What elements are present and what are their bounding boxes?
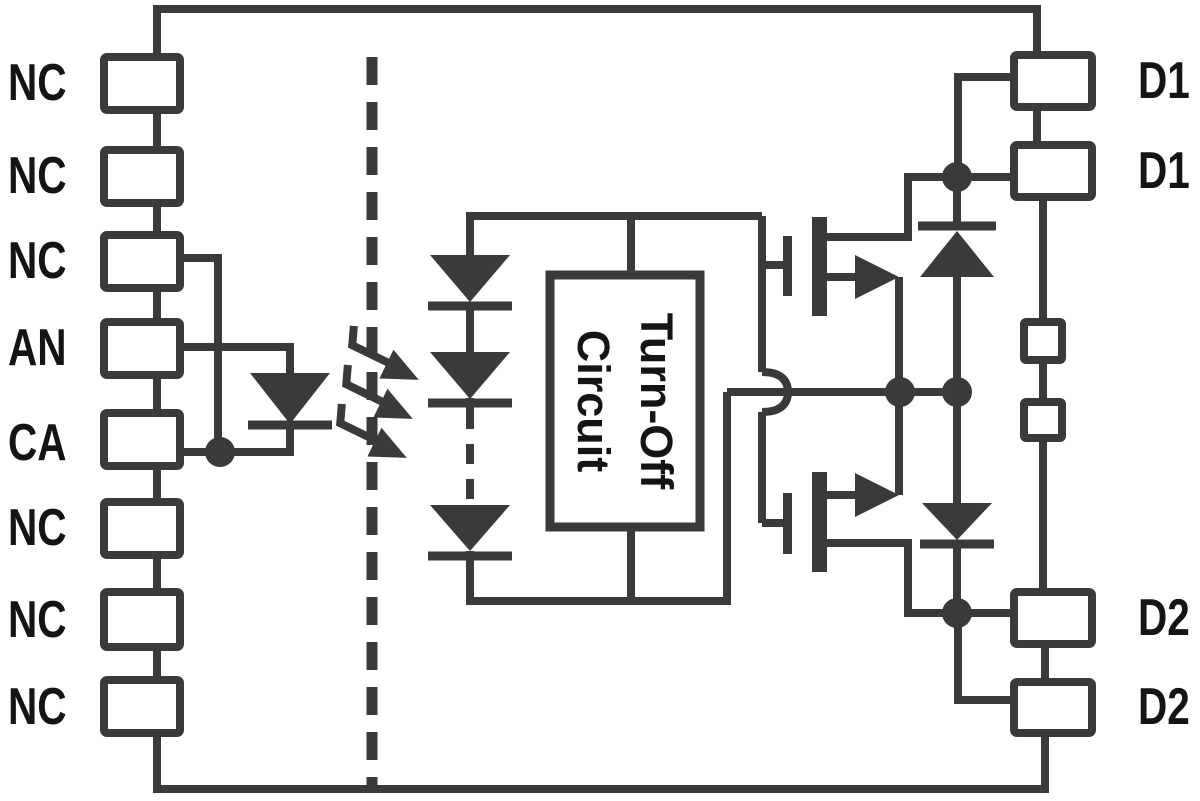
photodiode-3-triangle bbox=[430, 505, 510, 551]
pin-nc-1 bbox=[100, 53, 184, 114]
outline-top-rail bbox=[153, 5, 1041, 57]
outline-bottom-rail bbox=[153, 733, 1049, 793]
body-diode-upper-triangle bbox=[920, 231, 994, 277]
pin-ca bbox=[100, 409, 184, 470]
pin-label-nc-7: NC bbox=[8, 591, 67, 649]
mosfet-upper bbox=[783, 173, 957, 392]
photodiode-2-triangle bbox=[430, 352, 510, 399]
left-pin-column bbox=[100, 53, 184, 737]
mosfet-upper-drain-wire bbox=[827, 173, 957, 241]
led-triangle bbox=[250, 373, 330, 424]
body-diode-upper bbox=[918, 162, 996, 392]
pin-label-d1-1: D1 bbox=[1138, 52, 1190, 110]
pin-label-d2-2: D2 bbox=[1138, 678, 1190, 736]
pin-label-nc-2: NC bbox=[8, 147, 67, 205]
body-diode-lower-triangle bbox=[922, 503, 992, 540]
mosfet-lower-drain-wire bbox=[827, 539, 957, 617]
pin-nc-6 bbox=[100, 498, 184, 559]
pin-nc-7 bbox=[100, 588, 184, 651]
pin-label-nc-8: NC bbox=[8, 678, 67, 736]
photodiode-stack bbox=[428, 212, 762, 605]
top-rail bbox=[466, 212, 762, 255]
source-rail bbox=[727, 377, 972, 407]
mosfet-upper-channel-bar bbox=[812, 217, 827, 316]
mosfet-upper-arrow bbox=[855, 255, 899, 299]
d1-pin1-wire bbox=[954, 73, 1014, 177]
mosfet-lower-gate-bar bbox=[783, 493, 792, 554]
mosfet-upper-gate-bar bbox=[783, 236, 792, 296]
turn-off-circuit-text-area: Turn-Off Circuit bbox=[550, 275, 700, 527]
d2-pin2-wire bbox=[954, 613, 1014, 704]
output-column bbox=[954, 51, 1096, 737]
pin-d2-1 bbox=[1010, 588, 1096, 648]
mosfet-lower-channel-bar bbox=[812, 472, 827, 572]
pin-d2-2 bbox=[1010, 678, 1096, 737]
photodiode-1-triangle bbox=[430, 255, 510, 302]
light-arrow bbox=[336, 403, 407, 458]
light-arrows bbox=[336, 325, 419, 458]
turn-off-circuit-label: Turn-Off Circuit bbox=[562, 275, 688, 527]
pin-nc-2 bbox=[100, 146, 184, 207]
pin-d1-2 bbox=[1010, 141, 1096, 201]
input-led-stage bbox=[180, 254, 332, 467]
light-arrow bbox=[342, 364, 413, 419]
turn-off-circuit-box bbox=[545, 270, 705, 532]
pin-label-an: AN bbox=[8, 319, 67, 377]
light-arrow bbox=[348, 325, 419, 380]
pin-d1-1 bbox=[1010, 51, 1096, 111]
mosfet-lower bbox=[783, 392, 957, 617]
package-outline bbox=[153, 5, 1049, 793]
pin-label-nc-3: NC bbox=[8, 232, 67, 290]
mosfet-lower-source-wire bbox=[827, 392, 903, 499]
junction-dot bbox=[205, 437, 235, 467]
pin-label-nc-1: NC bbox=[8, 54, 67, 112]
pin-label-nc-6: NC bbox=[8, 499, 67, 557]
bottom-rail bbox=[466, 392, 731, 605]
turn-off-circuit-label-line2: Circuit bbox=[568, 329, 619, 473]
gate-stubs bbox=[762, 261, 783, 527]
mosfet-lower-arrow bbox=[855, 473, 899, 517]
series-element-1 bbox=[1020, 318, 1066, 364]
pin-label-d2-1: D2 bbox=[1138, 589, 1190, 647]
pin-nc-8 bbox=[100, 676, 184, 737]
pin-label-ca: CA bbox=[8, 414, 67, 472]
pin-label-d1-2: D1 bbox=[1138, 142, 1190, 200]
body-diode-lower bbox=[920, 392, 994, 628]
anode-wire bbox=[180, 343, 294, 373]
mosfet-upper-source-wire bbox=[827, 273, 903, 392]
turn-off-circuit-label-line1: Turn-Off bbox=[631, 312, 682, 490]
pin-nc-3 bbox=[100, 231, 184, 292]
turn-off-circuit-block bbox=[545, 216, 705, 601]
nc3-branch-wire bbox=[180, 254, 222, 452]
series-element-2 bbox=[1020, 398, 1066, 442]
pin-an bbox=[100, 318, 184, 379]
